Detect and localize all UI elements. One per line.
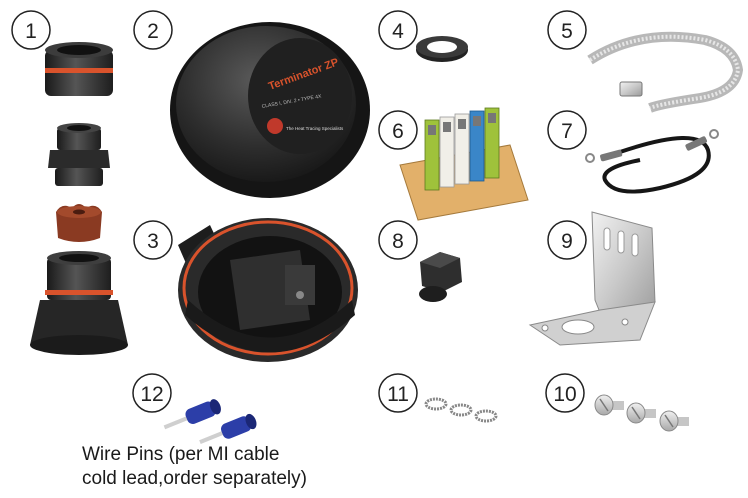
part-9-mounting-bracket (528, 211, 656, 346)
callout-6: 6 (378, 110, 418, 150)
callout-1-label: 1 (25, 20, 37, 43)
part-7-jumper-wire (585, 129, 719, 194)
callout-1: 1 (11, 10, 51, 50)
callout-12-label: 12 (140, 383, 163, 406)
part-1-body-fitting (48, 123, 110, 186)
callout-3: 3 (133, 220, 173, 260)
part-10-screws (594, 394, 689, 432)
callout-10: 10 (545, 373, 585, 413)
callout-2-label: 2 (147, 20, 159, 43)
part-4-lock-ring (416, 36, 468, 62)
lid-logo-mark (267, 118, 283, 134)
part-11-lock-washers (424, 397, 498, 423)
callout-5: 5 (547, 10, 587, 50)
callout-8: 8 (378, 220, 418, 260)
caption-line-2: cold lead,order separately) (82, 468, 307, 489)
part-8-blanking-plug (419, 252, 462, 302)
callout-7: 7 (547, 110, 587, 150)
part-12-wire-pins (163, 399, 257, 444)
part-1-base-fitting (30, 251, 128, 355)
callout-5-label: 5 (561, 20, 573, 43)
wire-pins-caption: Wire Pins (per MI cable cold lead,order … (82, 443, 382, 491)
callout-4-label: 4 (392, 20, 404, 43)
part-3-enclosure-base (178, 218, 358, 362)
part-1-grommet (56, 204, 102, 242)
part-5-pipe-strap (587, 31, 744, 113)
callout-12: 12 (132, 373, 172, 413)
callout-6-label: 6 (392, 120, 404, 143)
part-2-enclosure-lid: Terminator ZP CLASS I, DIV. 2 • TYPE 4X … (170, 22, 370, 198)
callout-9: 9 (547, 220, 587, 260)
caption-line-1: Wire Pins (per MI cable (82, 444, 280, 465)
callout-9-label: 9 (561, 230, 573, 253)
part-1-cap-nut (45, 42, 113, 96)
callout-2: 2 (133, 10, 173, 50)
part-6-terminal-block (399, 107, 529, 221)
callout-7-label: 7 (561, 120, 573, 143)
callout-11-label: 11 (387, 383, 409, 406)
callout-8-label: 8 (392, 230, 404, 253)
callout-4: 4 (378, 10, 418, 50)
callout-11: 11 (378, 373, 418, 413)
callout-3-label: 3 (147, 230, 159, 253)
lid-tagline: The Heat Tracing Specialists (286, 126, 344, 131)
callout-10-label: 10 (553, 383, 576, 406)
